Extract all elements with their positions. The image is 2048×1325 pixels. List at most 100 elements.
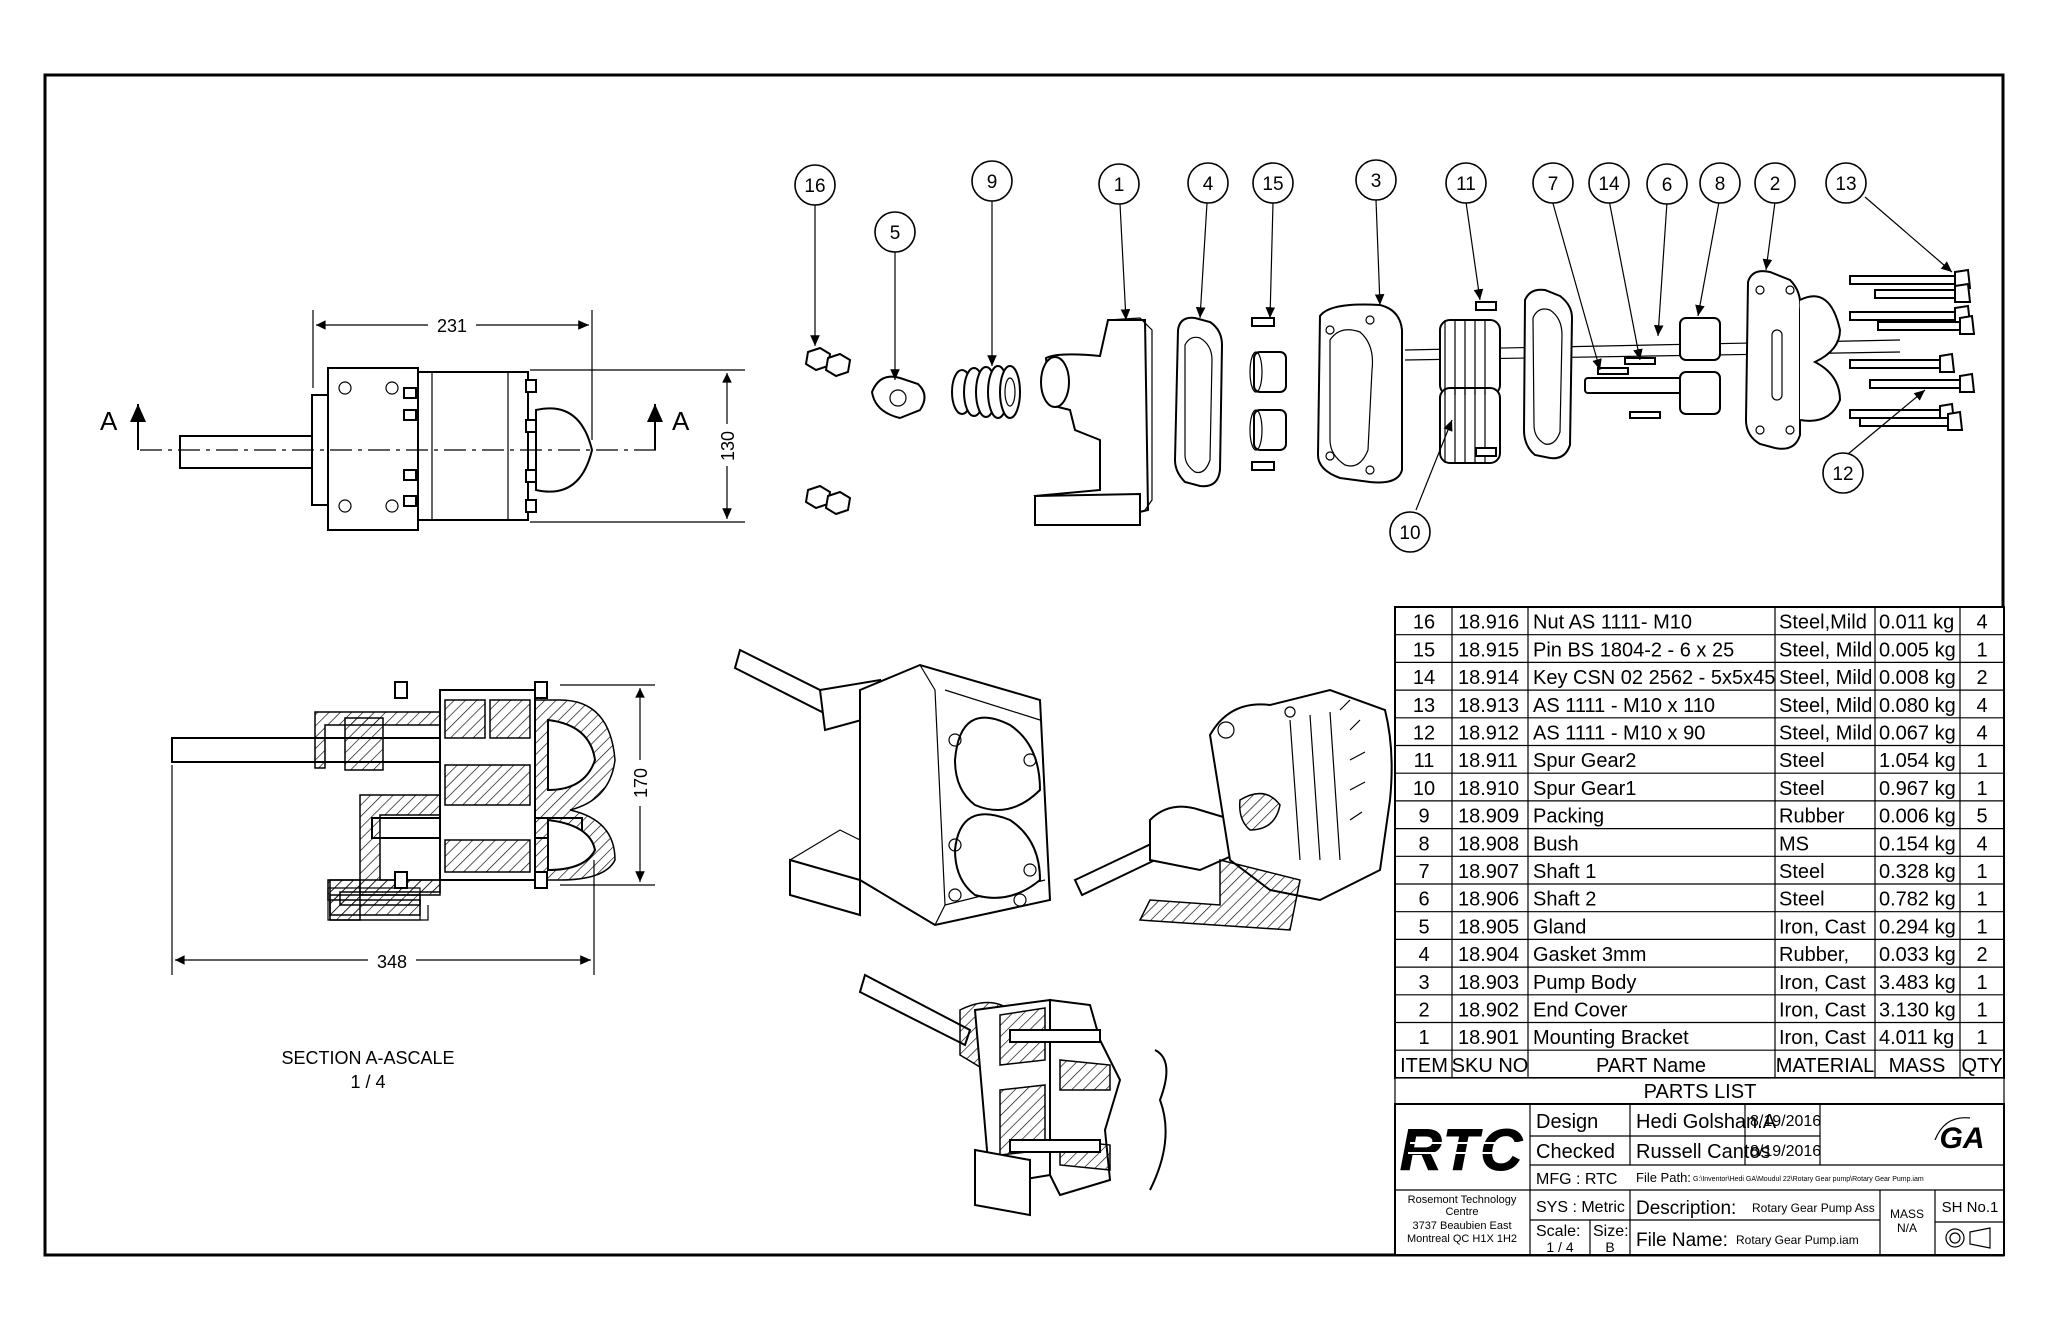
description-label: Description:: [1636, 1198, 1736, 1219]
table-cell-qty: 4: [1976, 833, 1987, 855]
balloon-8: 8: [1699, 162, 1741, 204]
table-cell-mass: 4.011 kg: [1879, 1027, 1954, 1049]
isometric-view-assembled: [733, 648, 1052, 927]
table-cell-item: 13: [1413, 695, 1435, 717]
table-cell-qty: 5: [1976, 806, 1987, 828]
table-cell-name: Pump Body: [1533, 972, 1636, 994]
table-cell-name: Spur Gear1: [1533, 778, 1636, 800]
size-value: B: [1605, 1239, 1614, 1255]
table-cell-item: 2: [1418, 1000, 1429, 1022]
table-cell-mass: 1.054 kg: [1879, 750, 1956, 772]
table-cell-name: Spur Gear2: [1533, 750, 1636, 772]
balloon-9: 9: [971, 160, 1013, 202]
balloon-1: 1: [1098, 163, 1140, 205]
balloon-13: 13: [1825, 162, 1867, 204]
gear-part: [1404, 301, 1901, 464]
table-cell-sku: 18.905: [1458, 916, 1519, 938]
file-name-label: File Name:: [1636, 1230, 1728, 1251]
table-cell-name: Nut AS 1111- M10: [1533, 612, 1692, 634]
svg-text:1: 1: [1114, 175, 1125, 196]
table-cell-material: Steel, Mild: [1779, 723, 1872, 745]
balloon-16: 16: [794, 164, 836, 206]
company-name: Rosemont Technology: [1408, 1194, 1517, 1206]
file-name-value: Rotary Gear Pump.iam: [1736, 1233, 1859, 1247]
table-cell-mass: 0.328 kg: [1879, 861, 1956, 883]
sheet-number: SH No.1: [1942, 1199, 1999, 1216]
section-height-dimension: 170: [631, 768, 651, 798]
table-cell-item: 3: [1418, 972, 1429, 994]
bolt-part: [1849, 268, 1976, 431]
table-cell-material: Steel: [1779, 750, 1825, 772]
gland-part: [870, 375, 926, 420]
scale-label: Scale:: [1536, 1223, 1580, 1240]
balloon-5: 5: [874, 211, 916, 253]
table-cell-item: 16: [1413, 612, 1435, 634]
svg-text:GA: GA: [1940, 1122, 1985, 1155]
bush-part: [1249, 351, 1287, 451]
company-city: Montreal QC H1X 1H2: [1407, 1233, 1517, 1245]
table-cell-qty: 2: [1976, 944, 1987, 966]
table-cell-mass: 0.005 kg: [1879, 639, 1956, 661]
balloons: 16 5 9 1 4 15 3 11 7 14 6 8 2 13 12 10: [794, 159, 1867, 553]
section-width-dimension: 348: [377, 952, 407, 972]
size-label: Size:: [1593, 1223, 1629, 1240]
table-cell-material: Steel,Mild: [1779, 612, 1867, 634]
table-cell-item: 4: [1418, 944, 1429, 966]
table-cell-mass: 3.483 kg: [1879, 972, 1956, 994]
bracket-part: [1033, 317, 1153, 526]
balloon-10: 10: [1389, 511, 1431, 553]
description-value: Rotary Gear Pump Ass: [1752, 1201, 1875, 1215]
exploded-view: [804, 196, 1976, 526]
table-cell-sku: 18.912: [1458, 723, 1519, 745]
balloon-11: 11: [1445, 162, 1487, 204]
table-cell-sku: 18.903: [1458, 972, 1519, 994]
svg-text:2: 2: [1770, 174, 1781, 195]
balloon-7: 7: [1532, 162, 1574, 204]
table-cell-material: Iron, Cast: [1779, 1000, 1866, 1022]
packing-part: [951, 365, 1021, 419]
table-cell-sku: 18.901: [1458, 1027, 1519, 1049]
table-cell-mass: 0.782 kg: [1879, 889, 1956, 911]
design-date: 8/19/2016: [1750, 1113, 1821, 1130]
table-cell-item: 8: [1418, 833, 1429, 855]
section-letter-right: A: [672, 406, 690, 436]
mfg-field: MFG : RTC: [1536, 1171, 1617, 1188]
table-cell-name: Bush: [1533, 833, 1579, 855]
table-cell-material: Iron, Cast: [1779, 916, 1866, 938]
table-cell-name: AS 1111 - M10 x 110: [1533, 695, 1715, 717]
table-cell-sku: 18.913: [1458, 695, 1519, 717]
front-width-dimension: 231: [437, 316, 467, 336]
table-cell-mass: 0.006 kg: [1879, 806, 1956, 828]
table-cell-qty: 4: [1976, 695, 1987, 717]
end-cover-part: [1744, 270, 1842, 450]
table-header-cell: MATERIAL: [1776, 1055, 1875, 1077]
section-letter-left: A: [100, 406, 118, 436]
table-cell-qty: 1: [1976, 750, 1987, 772]
table-header-cell: MASS: [1889, 1055, 1946, 1077]
table-cell-name: Shaft 2: [1533, 889, 1596, 911]
table-cell-sku: 18.908: [1458, 833, 1519, 855]
table-cell-name: AS 1111 - M10 x 90: [1533, 723, 1705, 745]
sys-field: SYS : Metric: [1536, 1199, 1625, 1216]
parts-list-title: PARTS LIST: [1644, 1081, 1757, 1103]
svg-text:3: 3: [1371, 171, 1382, 192]
mass-label: MASS: [1890, 1207, 1924, 1221]
table-cell-material: Rubber,: [1779, 944, 1849, 966]
nut-part: [804, 346, 852, 516]
table-cell-item: 12: [1413, 723, 1435, 745]
table-cell-qty: 1: [1976, 639, 1987, 661]
table-cell-name: Shaft 1: [1533, 861, 1596, 883]
table-cell-sku: 18.909: [1458, 806, 1519, 828]
table-cell-qty: 4: [1976, 612, 1987, 634]
table-cell-qty: 1: [1976, 972, 1987, 994]
svg-text:11: 11: [1456, 174, 1476, 195]
table-cell-sku: 18.916: [1458, 612, 1519, 634]
table-header-cell: ITEM: [1400, 1055, 1448, 1077]
